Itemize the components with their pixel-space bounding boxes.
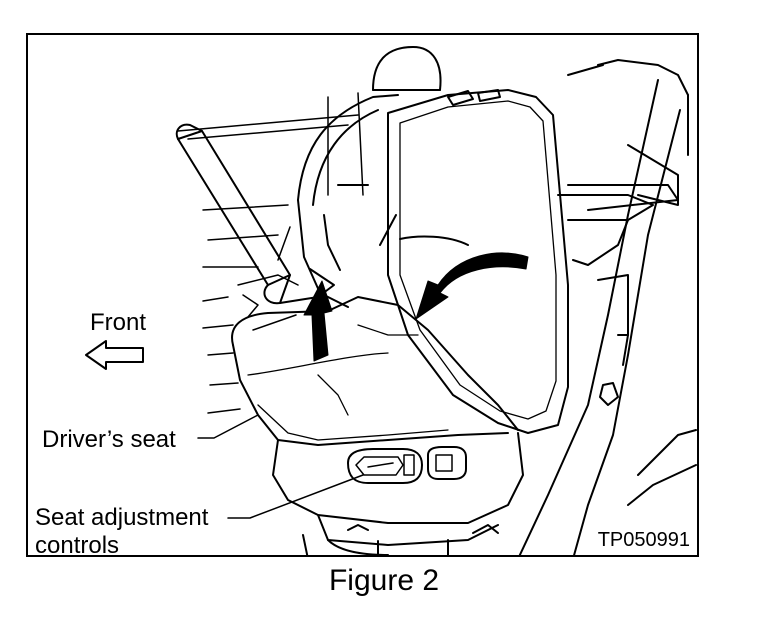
curved-arrow xyxy=(415,252,529,320)
seat-base xyxy=(272,432,524,555)
lever xyxy=(175,123,335,305)
seat-adjustment-label-line2: controls xyxy=(35,532,120,557)
seat-adjustment-switches xyxy=(347,446,467,484)
up-arrow xyxy=(303,280,333,362)
seat-illustration xyxy=(85,46,697,555)
door-structure xyxy=(518,59,697,555)
rear-seatback xyxy=(297,94,399,308)
figure-frame: Front Driver’s seat Seat adjustment cont… xyxy=(26,33,699,557)
seat-cushion xyxy=(231,296,519,446)
front-seatback xyxy=(379,89,569,434)
front-label: Front xyxy=(90,309,147,336)
seat-adjustment-label: Seat adjustment xyxy=(35,504,209,531)
cabin-background-lines xyxy=(177,92,364,414)
front-direction-arrow xyxy=(85,340,144,370)
figure-caption: Figure 2 xyxy=(328,564,440,597)
figure-code: TP050991 xyxy=(597,529,690,551)
driver-seat-leader xyxy=(197,414,259,439)
drivers-seat-label: Driver’s seat xyxy=(42,426,176,453)
controls-leader xyxy=(227,474,364,519)
headrest xyxy=(372,46,442,91)
